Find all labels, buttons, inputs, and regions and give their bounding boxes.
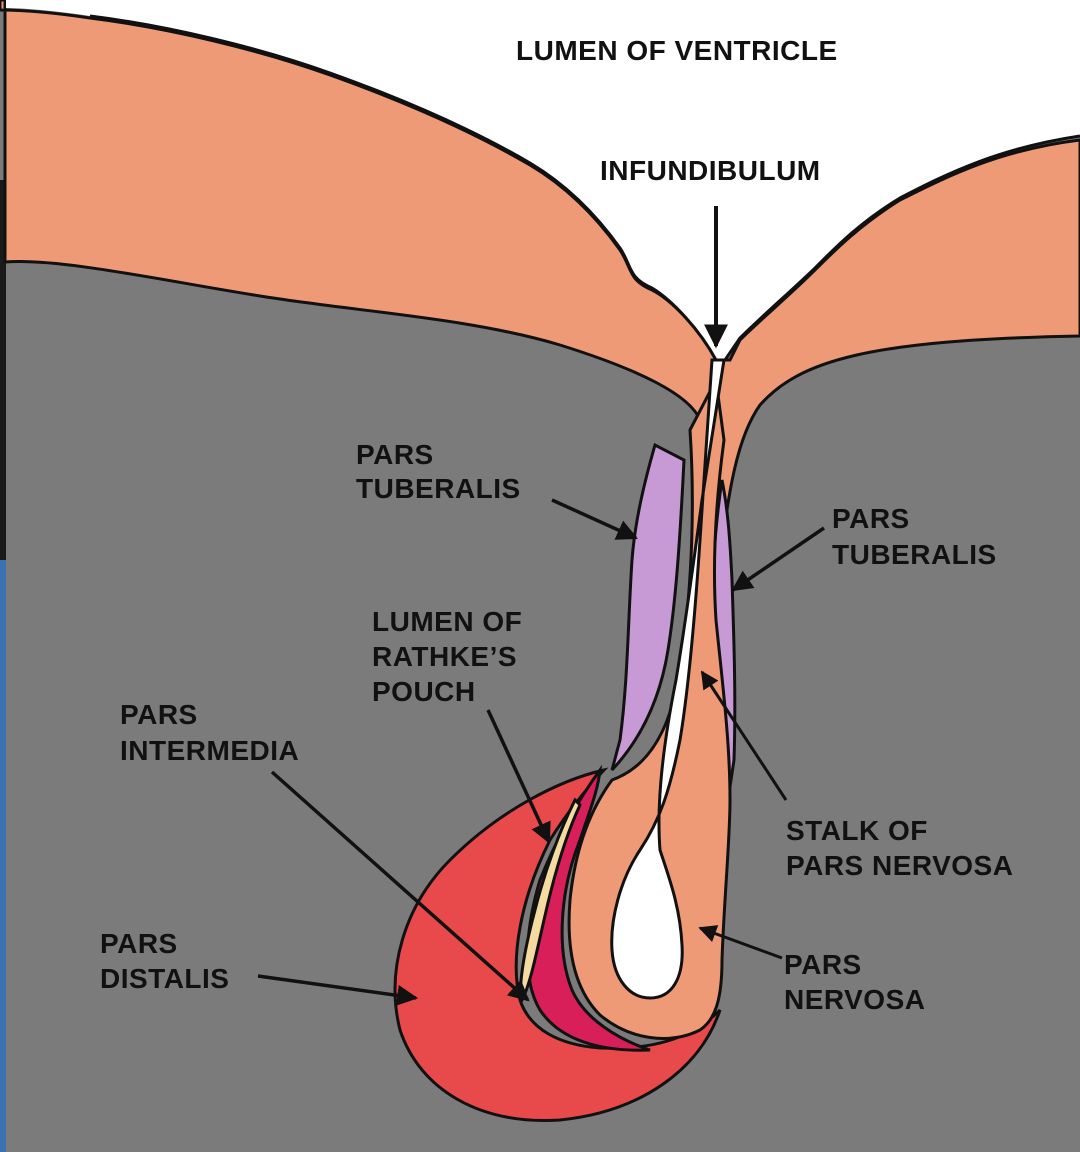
ventricle-title: LUMEN OF VENTRICLE xyxy=(516,35,838,66)
pars-intermedia-label-2: INTERMEDIA xyxy=(120,735,299,766)
rathke-lumen-label-3: POUCH xyxy=(372,676,476,707)
pars-tuberalis-left-label-1: PARS xyxy=(356,439,434,470)
stalk-pars-nervosa-label-2: PARS NERVOSA xyxy=(786,850,1013,881)
pars-tuberalis-right-label-1: PARS xyxy=(832,503,910,534)
pars-tuberalis-right-label-2: TUBERALIS xyxy=(832,539,997,570)
pars-nervosa-label-2: NERVOSA xyxy=(784,984,925,1015)
pars-tuberalis-left-label-2: TUBERALIS xyxy=(356,473,521,504)
stalk-pars-nervosa-label-1: STALK OF xyxy=(786,815,928,846)
left-edge-accent xyxy=(0,560,6,1152)
pars-intermedia-label-1: PARS xyxy=(120,699,198,730)
pars-distalis-label-2: DISTALIS xyxy=(100,963,229,994)
rathke-lumen-label-1: LUMEN OF xyxy=(372,606,522,637)
rathke-lumen-label-2: RATHKE’S xyxy=(372,641,517,672)
infundibulum-label: INFUNDIBULUM xyxy=(600,155,821,186)
pars-nervosa-label-1: PARS xyxy=(784,949,862,980)
pars-distalis-label-1: PARS xyxy=(100,928,178,959)
